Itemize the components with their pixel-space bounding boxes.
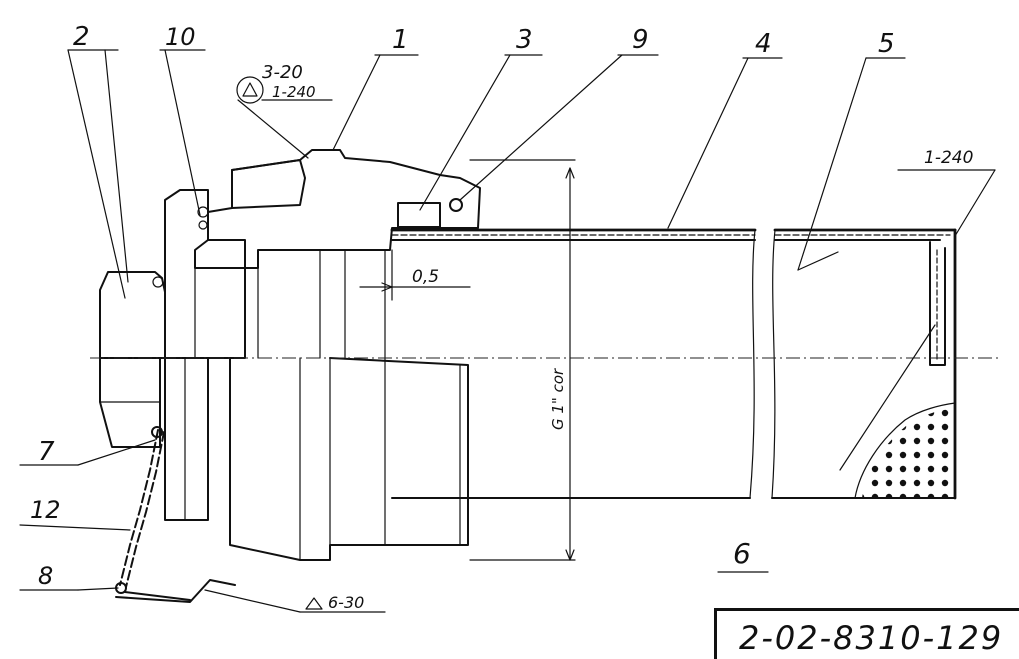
safety-chain (115, 426, 236, 603)
document-number-box: 2-02-8310-129 (714, 608, 1019, 659)
ring-part-3 (397, 202, 441, 228)
callout-12: 12 (30, 496, 61, 524)
weld-symbol-triangle (305, 597, 323, 610)
callout-8: 8 (38, 562, 53, 590)
end-cap-part-5 (771, 228, 957, 500)
document-number: 2-02-8310-129 (739, 619, 1004, 657)
weld-symbol-circle (236, 76, 264, 104)
nipple-part-1 (207, 149, 481, 561)
callout-4: 4 (755, 29, 772, 59)
weld-note-6-30: 6-30 (328, 593, 364, 612)
diameter-label: G 1" cor (549, 368, 567, 430)
callout-3: 3 (516, 25, 533, 55)
diameter-dimension (469, 159, 576, 561)
gap-label: 0,5 (412, 267, 439, 287)
gap-dimension (359, 249, 471, 301)
callout-7: 7 (38, 437, 55, 467)
callout-9: 9 (632, 25, 649, 55)
callout-6: 6 (733, 537, 751, 570)
callout-1: 1 (392, 25, 409, 55)
ball-part-9 (449, 198, 463, 212)
callout-5: 5 (878, 29, 895, 59)
leader-lines (19, 49, 996, 613)
callout-10: 10 (165, 23, 196, 51)
callout-2: 2 (73, 22, 90, 52)
nut-part-2 (99, 271, 166, 448)
weld-note-3-20: 3-20 (262, 62, 303, 83)
weld-note-1-240-small: 1-240 (272, 83, 316, 101)
weld-note-1-240: 1-240 (924, 148, 973, 168)
tube-part-4 (390, 228, 776, 499)
